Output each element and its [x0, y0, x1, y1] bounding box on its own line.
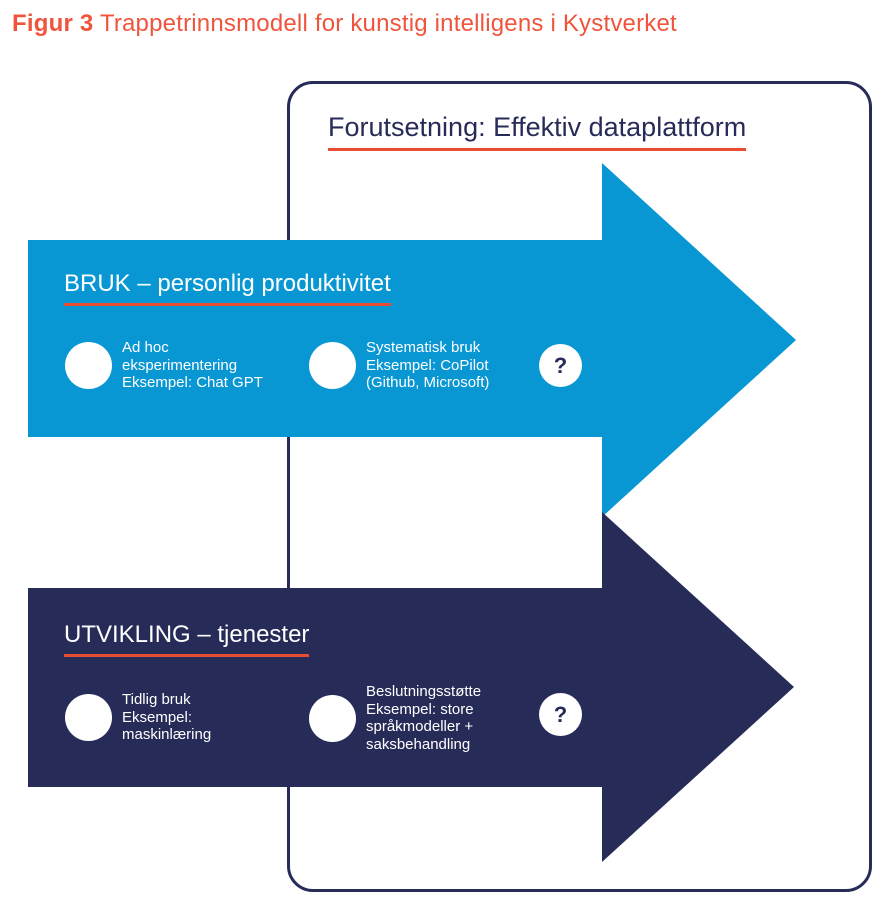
step-label: Beslutningsstøtte Eksempel: store språkm…: [366, 683, 482, 753]
figure-title-text: Trappetrinnsmodell for kunstig intellige…: [99, 10, 677, 37]
step-systematisk-bruk: Systematisk bruk Eksempel: CoPilot (Gith…: [309, 339, 489, 392]
arrow-utvikling-head-icon: [602, 512, 794, 862]
question-mark-badge: ?: [539, 693, 582, 736]
step-label: Tidlig bruk Eksempel: maskinlæring: [122, 691, 212, 743]
prerequisite-box: Forutsetning: Effektiv dataplattform: [287, 81, 872, 892]
arrow-utvikling-body: UTVIKLING – tjenester Tidlig bruk Eksemp…: [28, 588, 603, 787]
step-marker-circle-icon: [65, 341, 112, 389]
arrow-bruk-head-icon: [602, 163, 796, 517]
step-label: Systematisk bruk Eksempel: CoPilot (Gith…: [366, 339, 490, 391]
prerequisite-heading: Forutsetning: Effektiv dataplattform: [328, 112, 747, 151]
question-mark-badge: ?: [539, 344, 582, 387]
step-ad-hoc: Ad hoc eksperimentering Eksempel: Chat G…: [65, 339, 263, 392]
figure-title: Figur 3 Trappetrinnsmodell for kunstig i…: [12, 10, 677, 38]
step-tidlig-bruk: Tidlig bruk Eksempel: maskinlæring: [65, 691, 211, 744]
arrow-bruk-body: BRUK – personlig produktivitet Ad hoc ek…: [28, 240, 603, 437]
step-marker-circle-icon: [309, 341, 356, 389]
step-marker-circle-icon: [65, 693, 112, 741]
figure-label: Figur 3: [12, 10, 94, 37]
arrow-utvikling-heading: UTVIKLING – tjenester: [64, 621, 310, 657]
arrow-bruk-heading: BRUK – personlig produktivitet: [64, 270, 391, 306]
step-label: Ad hoc eksperimentering Eksempel: Chat G…: [122, 339, 263, 391]
step-beslutningsstotte: Beslutningsstøtte Eksempel: store språkm…: [309, 683, 481, 753]
step-marker-circle-icon: [309, 694, 356, 742]
